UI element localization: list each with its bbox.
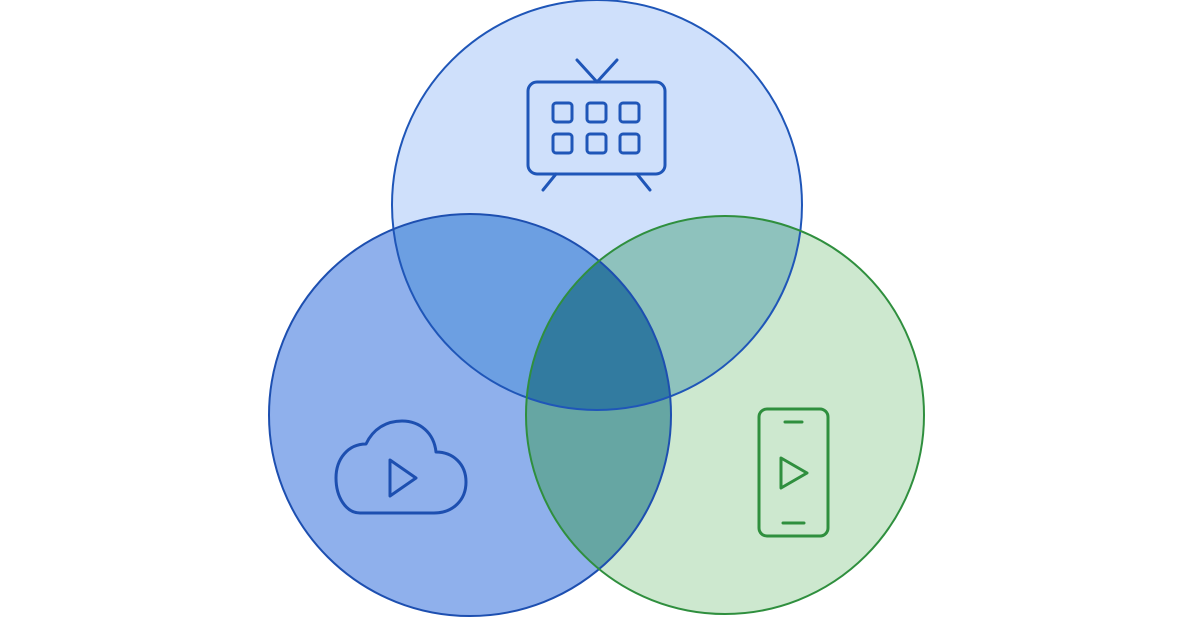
outline-tv	[391, 0, 803, 411]
outline-mobile	[525, 215, 925, 615]
outline-cloud	[268, 213, 672, 617]
mobile-play-icon	[757, 407, 830, 538]
cloud-play-icon	[334, 419, 468, 515]
smart-tv-icon	[526, 58, 667, 192]
intersection-all	[526, 216, 671, 410]
